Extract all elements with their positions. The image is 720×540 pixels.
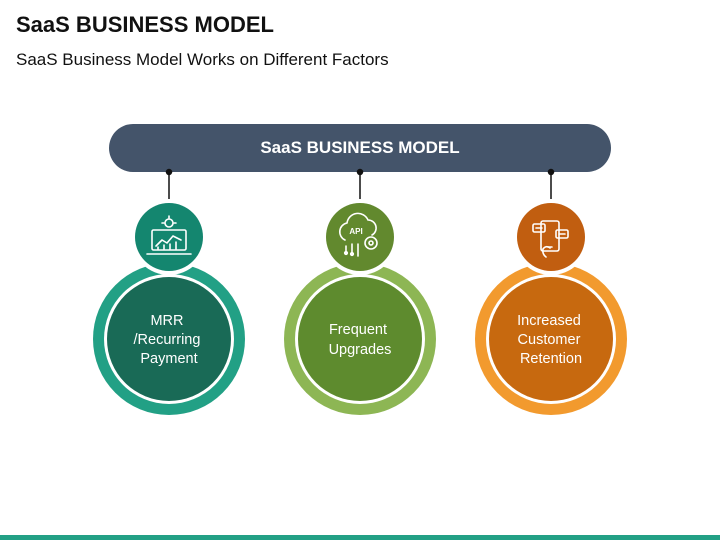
- diagram-header-banner: SaaS BUSINESS MODEL: [109, 124, 611, 172]
- page-subtitle: SaaS Business Model Works on Different F…: [16, 50, 389, 69]
- inner-disc: [489, 277, 613, 401]
- connector-1-dot: [165, 168, 173, 176]
- factor-node-2: API Frequent Upgrades: [284, 199, 436, 415]
- factor-label-2: Frequent Upgrades: [329, 322, 392, 358]
- icon-badge-fill: [326, 203, 394, 271]
- factor-label-1: MRR /Recurring Payment: [134, 313, 205, 367]
- api-icon-text: API: [349, 227, 362, 236]
- connector-3-dot: [547, 168, 555, 176]
- inner-disc: [107, 277, 231, 401]
- laptop-chart-icon: [146, 215, 192, 255]
- factor-label-3: Increased Customer Retention: [517, 313, 585, 367]
- factor-2-line-1: Frequent: [329, 322, 387, 338]
- connector-2-dot: [356, 168, 364, 176]
- icon-badge-fill: [517, 203, 585, 271]
- factor-3-line-2: Customer: [518, 332, 581, 348]
- banner-label: SaaS BUSINESS MODEL: [260, 138, 460, 157]
- factor-node-1: MRR /Recurring Payment: [93, 199, 245, 415]
- page-title: SaaS BUSINESS MODEL: [16, 12, 274, 37]
- factor-node-3: Increased Customer Retention: [475, 199, 627, 415]
- icon-badge-fill: [135, 203, 203, 271]
- factor-2-line-2: Upgrades: [329, 342, 392, 358]
- inner-disc: [298, 277, 422, 401]
- mobile-chat-icon: [532, 220, 569, 258]
- factor-1-line-1: MRR: [150, 313, 183, 329]
- factor-3-line-1: Increased: [517, 313, 581, 329]
- factor-1-line-3: Payment: [140, 351, 197, 367]
- api-cloud-gear-icon: [339, 212, 378, 257]
- connectors: [165, 168, 555, 200]
- factor-3-line-3: Retention: [520, 351, 582, 367]
- footer-accent-line: [0, 535, 720, 540]
- factor-1-line-2: /Recurring: [134, 332, 201, 348]
